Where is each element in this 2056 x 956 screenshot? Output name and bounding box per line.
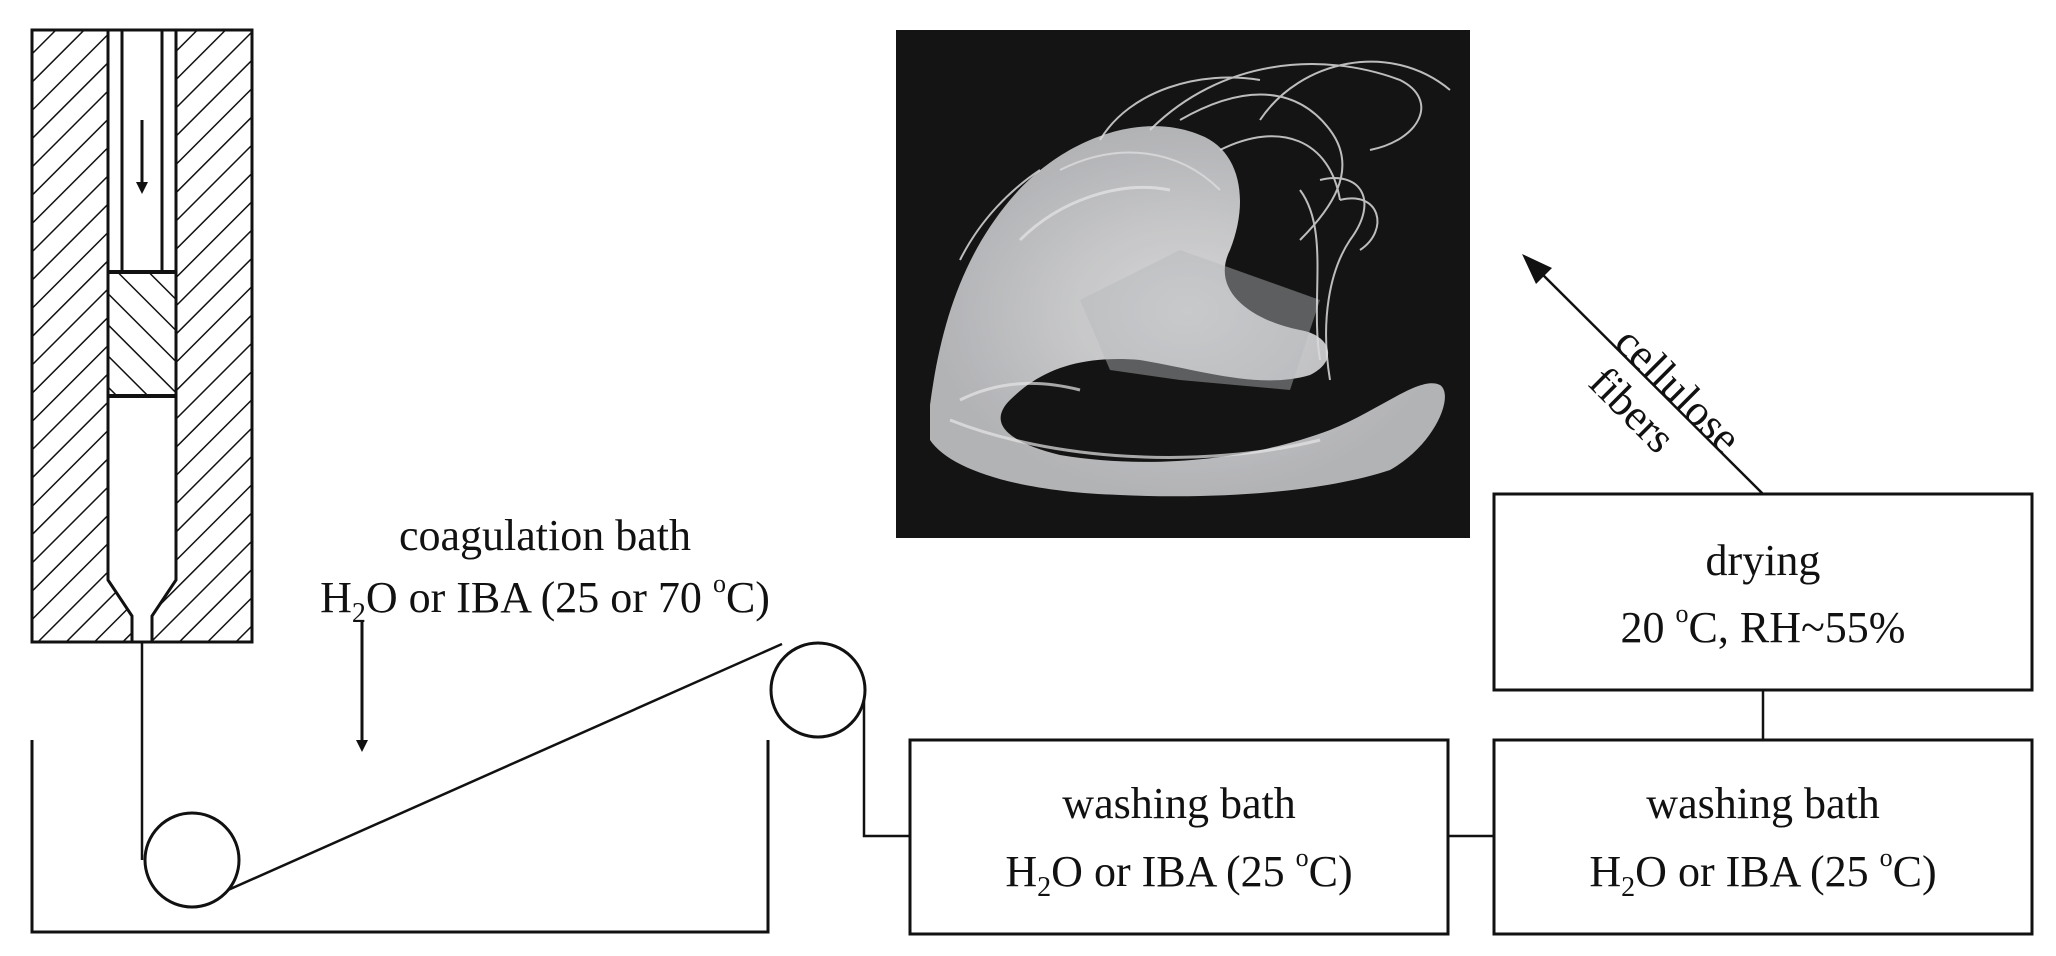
washing-bath-2: washing bath H2O or IBA (25 oC) [1492,738,2034,936]
output-arrow-group: cellulose fibers [1522,254,1764,495]
coagulation-label: coagulation bath [399,511,691,560]
coagulation-conditions: H2O or IBA (25 or 70 oC) [320,569,770,629]
output-arrow [1529,261,1764,495]
washing-bath-2-conditions: H2O or IBA (25 oC) [1589,843,1936,903]
coagulation-bath: coagulation bath H2O or IBA (25 or 70 oC… [30,511,910,934]
fiber-photo [896,30,1470,538]
bath-roller [143,811,241,909]
take-up-roller [769,641,867,739]
washing-bath-1-label: washing bath [1062,779,1295,828]
washing-bath-1-conditions: H2O or IBA (25 oC) [1005,843,1352,903]
drying-conditions: 20 oC, RH~55% [1621,599,1906,652]
washing-bath-1: washing bath H2O or IBA (25 oC) [908,738,1450,936]
washing-bath-2-box [1492,738,2034,936]
drying-label: drying [1706,536,1821,585]
spinneret [30,28,254,644]
piston [106,270,178,398]
washing-bath-2-label: washing bath [1646,779,1879,828]
drying-stage: drying 20 oC, RH~55% [1492,492,2034,692]
coagulation-tank [30,740,770,934]
fiber-bundle [930,126,1445,497]
drying-box [1492,492,2034,692]
washing-bath-1-box [908,738,1450,936]
